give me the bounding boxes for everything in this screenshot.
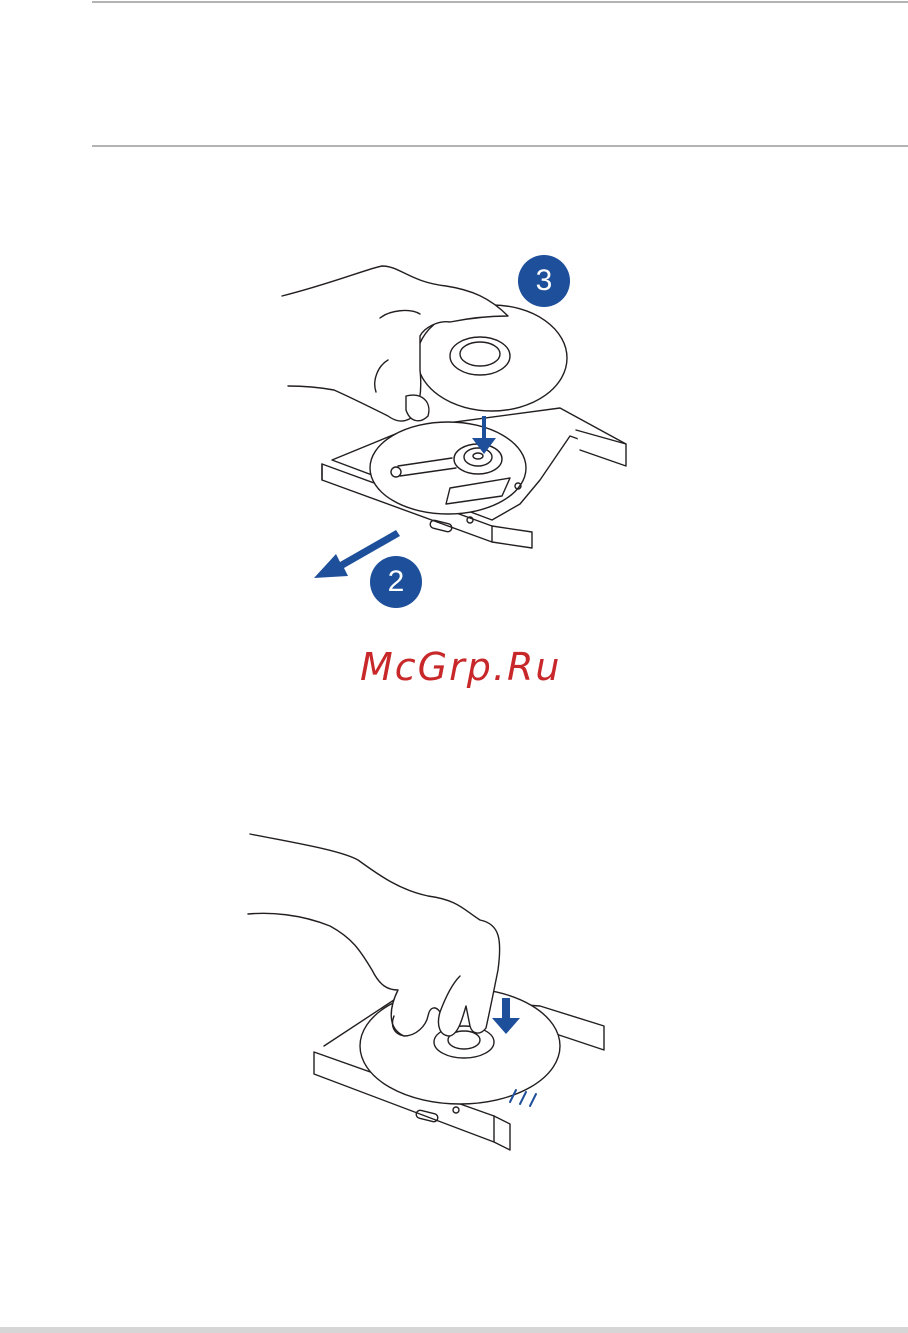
section-rule <box>92 145 908 147</box>
press-disc-illustration <box>240 820 620 1160</box>
step-3-badge: 3 <box>518 255 570 307</box>
top-rule <box>92 1 908 3</box>
bottom-rule <box>0 1327 908 1333</box>
step-2-badge: 2 <box>370 556 422 608</box>
watermark-text: McGrp.Ru <box>360 645 561 689</box>
insert-disc-illustration <box>270 240 650 610</box>
